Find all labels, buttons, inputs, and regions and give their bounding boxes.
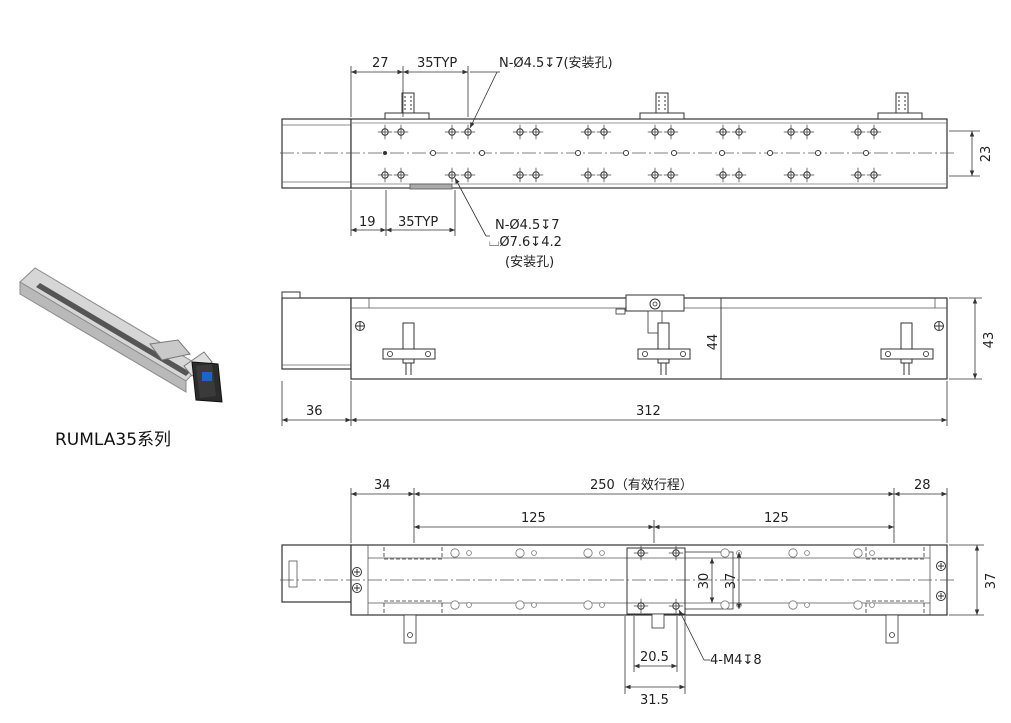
dim-125-right: 125 <box>764 511 789 526</box>
bottom-view: 34 250（有效行程） 28 125 125 30 37 37 20.5 31… <box>280 478 999 708</box>
sensor-icon <box>900 322 913 364</box>
hole-icon <box>574 149 582 157</box>
dim-20-5: 20.5 <box>640 650 669 665</box>
dim-250-stroke: 250（有效行程） <box>590 478 693 493</box>
hole-icon <box>622 149 630 157</box>
dim-34: 34 <box>374 478 391 493</box>
dim-312: 312 <box>636 404 661 419</box>
hole-icon <box>862 149 870 157</box>
callout-bottom-line2: ⌴Ø7.6↧4.2 <box>489 235 562 250</box>
hole-icon <box>814 149 822 157</box>
dim-30: 30 <box>697 573 712 590</box>
dim-125-left: 125 <box>521 511 546 526</box>
hole-icon <box>383 151 387 155</box>
hole-icon <box>450 548 460 558</box>
end-screw-icon <box>934 321 944 331</box>
dim-27: 27 <box>372 56 389 71</box>
motor-block-side <box>281 297 352 370</box>
dim-23: 23 <box>979 146 994 163</box>
dim-37-outer: 37 <box>984 573 999 590</box>
hole-icon <box>515 600 525 610</box>
motor-block-top <box>281 118 352 189</box>
dim-31-5: 31.5 <box>640 693 669 708</box>
bottom-holes <box>352 544 946 644</box>
hole-icon <box>583 600 593 610</box>
dim-35typ-bottom: 35TYP <box>398 215 438 230</box>
dim-43: 43 <box>982 332 997 349</box>
hole-icon <box>853 548 863 558</box>
dim-44: 44 <box>706 334 721 351</box>
callout-top-holes: N-Ø4.5↧7(安装孔) <box>499 56 613 71</box>
dim-19: 19 <box>359 215 376 230</box>
sensor-bracket <box>384 92 430 120</box>
end-screw-icon <box>355 321 365 331</box>
hole-icon <box>720 548 730 558</box>
dim-35typ-top: 35TYP <box>417 56 457 71</box>
hole-icon <box>766 149 774 157</box>
sensor-bracket <box>877 92 923 120</box>
side-sensors <box>382 322 934 375</box>
dim-28: 28 <box>914 478 931 493</box>
hole-icon <box>853 600 863 610</box>
sensor-icon <box>402 322 415 364</box>
callout-bottom-line1: N-Ø4.5↧7 <box>495 218 560 233</box>
hole-icon <box>788 600 798 610</box>
mounting-holes-top <box>377 124 882 183</box>
hole-icon <box>670 149 678 157</box>
side-view: 36 312 44 43 <box>281 291 997 426</box>
callout-m4: 4-M4↧8 <box>710 653 762 668</box>
hole-icon <box>429 149 437 157</box>
hole-icon <box>515 548 525 558</box>
hole-icon <box>718 149 726 157</box>
dim-36: 36 <box>306 404 323 419</box>
hole-icon <box>450 600 460 610</box>
hole-icon <box>788 548 798 558</box>
hole-icon <box>720 600 730 610</box>
sensor-bracket <box>639 92 685 120</box>
callout-bottom-line3: (安装孔) <box>505 255 554 270</box>
product-photo <box>19 267 223 403</box>
hole-icon <box>478 149 486 157</box>
product-title: RUMLA35系列 <box>55 430 171 450</box>
dim-37-inner: 37 <box>724 573 739 590</box>
sensor-icon <box>657 322 670 364</box>
top-view: 27 35TYP N-Ø4.5↧7(安装孔) 19 35TYP N-Ø4.5↧7… <box>280 56 994 270</box>
hole-icon <box>583 548 593 558</box>
